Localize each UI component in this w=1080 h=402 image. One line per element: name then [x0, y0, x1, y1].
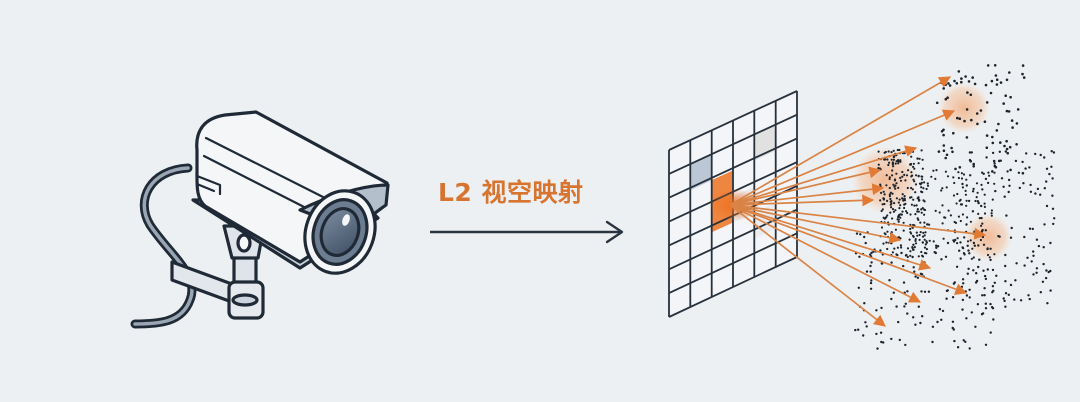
- security-camera-icon: [130, 110, 390, 329]
- projection-rays: [729, 76, 987, 327]
- mapping-label: L2 视空映射: [438, 178, 584, 207]
- 3d-point-cloud-icon: [854, 64, 1056, 350]
- mapping-arrow: [430, 220, 624, 244]
